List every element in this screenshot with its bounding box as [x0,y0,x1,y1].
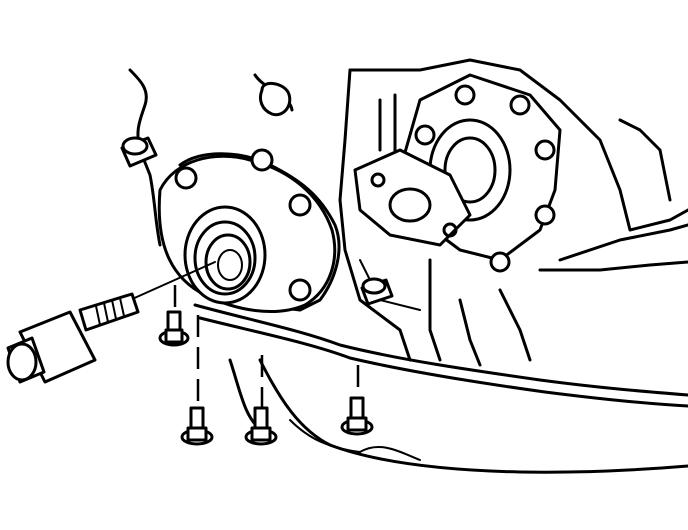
seal-installer-tool [6,261,216,384]
flange-bolt-icon [534,204,556,226]
flange-bolt-icon [534,139,556,161]
timing-cover [128,68,341,312]
dowel-pins [120,136,394,306]
bracket-plate [353,148,472,247]
flange-bolt-icon [509,94,531,116]
bolt-icon [244,406,278,446]
flange-bolt-icon [489,251,511,273]
engine-block [338,58,688,367]
cover-bolts [158,285,374,446]
threaded-rod [78,292,140,332]
flange-bolt-icon [414,124,436,146]
front-cover-housing [157,148,337,314]
bolt-icon [180,406,214,446]
bolt-icon [158,310,190,347]
oil-pan [193,303,688,474]
flange-bolt-icon [454,84,476,106]
bolt-icon [340,396,374,436]
